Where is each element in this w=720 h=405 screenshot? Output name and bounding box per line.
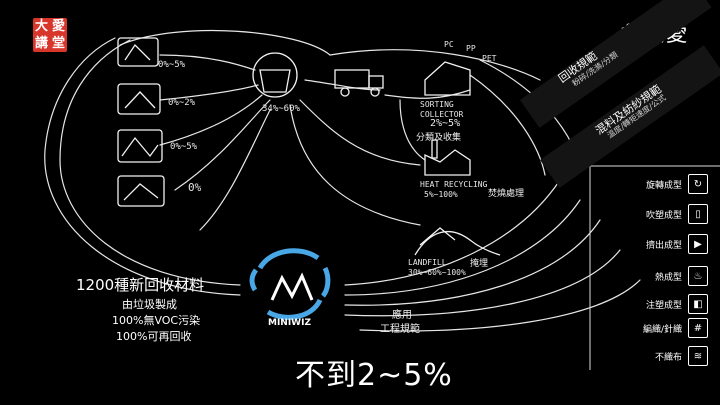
application-line1: 應用 — [392, 310, 412, 321]
sorting-line1: SORTING — [420, 100, 454, 109]
label-pp: PP — [466, 44, 476, 53]
process-injection: 注塑成型 ◧ — [646, 294, 708, 314]
weave-icon: # — [688, 318, 708, 338]
thermo-icon: ♨ — [688, 266, 708, 286]
extrude-icon: ▶ — [688, 234, 708, 254]
materials-line3: 100%可再回收 — [116, 330, 192, 343]
heat-title: HEAT RECYCLING — [420, 180, 488, 189]
heat-caption: 焚燒處理 — [488, 189, 525, 199]
sorting-line2: COLLECTOR — [420, 110, 464, 119]
source-percent-1: 0%~5% — [158, 60, 186, 70]
collector-percent: 34%~60% — [262, 104, 300, 114]
rotate-icon: ↻ — [688, 174, 708, 194]
process-extrusion: 擠出成型 ▶ — [646, 234, 708, 254]
source-percent-2: 0%~2% — [168, 98, 196, 108]
process-weaving: 編織/針織 # — [643, 318, 708, 338]
subtitle-caption: 不到2~5% — [295, 358, 453, 393]
label-pet: PET — [482, 54, 497, 63]
landfill-percent: 30%~60%~100% — [408, 268, 466, 277]
sorting-percent: 2%~5% — [430, 118, 461, 129]
materials-line2: 100%無VOC污染 — [112, 314, 201, 327]
nonwoven-icon: ≋ — [688, 346, 708, 366]
sorting-caption: 分類及收集 — [416, 133, 462, 143]
bottle-icon: ▯ — [688, 204, 708, 224]
logo-daai-lecture: 大 愛 講 堂 — [33, 18, 67, 52]
landfill-title: LANDFILL — [408, 258, 447, 267]
inject-icon: ◧ — [688, 294, 708, 314]
source-percent-3: 0%~5% — [170, 142, 198, 152]
landfill-caption: 掩埋 — [470, 259, 489, 269]
process-thermoforming: 熱成型 ♨ — [655, 266, 708, 286]
process-panel: 旋轉成型 ↻ 吹塑成型 ▯ 擠出成型 ▶ 熱成型 ♨ 注塑成型 ◧ 編織/針織 … — [584, 166, 720, 370]
miniwiz-brand: MINIWIZ — [268, 318, 311, 328]
source-percent-4: 0% — [188, 181, 202, 194]
materials-line1: 由垃圾製成 — [122, 298, 177, 311]
label-pc: PC — [444, 40, 454, 49]
process-rotational: 旋轉成型 ↻ — [646, 174, 708, 194]
process-nonwoven: 不織布 ≋ — [655, 346, 708, 366]
process-blow: 吹塑成型 ▯ — [646, 204, 708, 224]
heat-percent: 5%~100% — [424, 190, 458, 199]
materials-title: 1200種新回收材料 — [76, 276, 205, 294]
application-line2: 工程規範 — [380, 324, 420, 335]
